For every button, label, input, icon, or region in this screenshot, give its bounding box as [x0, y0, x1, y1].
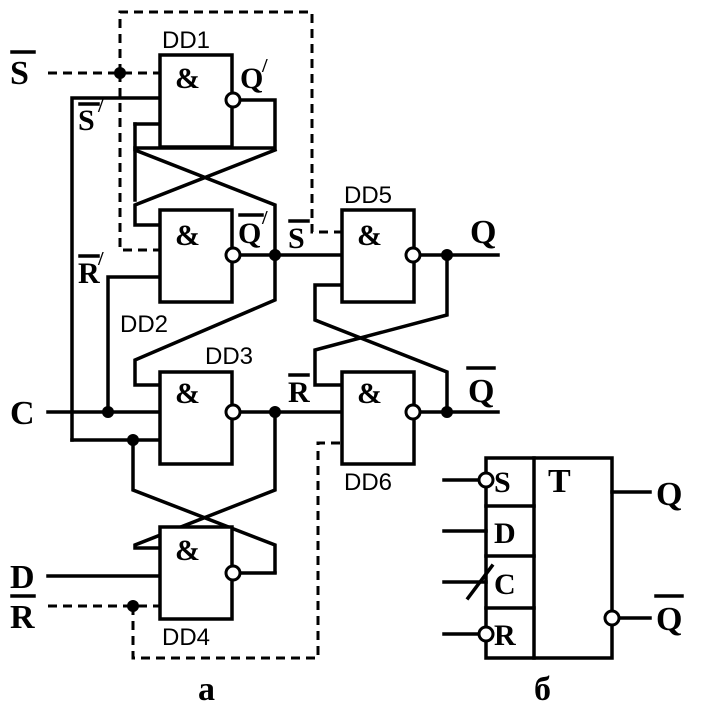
symbol-output-q-bar-label: Q — [656, 601, 682, 638]
dashed-connections — [48, 10, 342, 660]
signal-labels: S S / Q / Q / S R / R C D R Q Q а — [10, 50, 496, 708]
dynamic-clock-slash — [465, 563, 495, 601]
junction-dots — [102, 67, 453, 612]
pin-c-label: C — [494, 568, 516, 601]
gate-symbol: & — [175, 219, 200, 252]
prime-mark: / — [261, 207, 268, 229]
gate-label: DD6 — [344, 469, 392, 496]
gate-symbol: & — [175, 62, 200, 95]
gate-label: DD4 — [162, 624, 210, 651]
type-label: T — [548, 463, 571, 500]
input-d-label: D — [10, 559, 35, 596]
s-prime-label: S — [78, 104, 95, 137]
s-bar-internal-label: S — [288, 222, 305, 255]
solid-wiring — [46, 96, 500, 578]
q-prime-bar-label: Q — [238, 217, 261, 250]
inverted-input-bubble — [477, 625, 495, 643]
caption-a: а — [198, 671, 215, 708]
gate-symbol: & — [357, 377, 382, 410]
gate-label: DD5 — [344, 182, 392, 209]
gate-dd3: & DD3 — [158, 343, 253, 466]
prime-mark: / — [261, 55, 268, 77]
input-c-label: C — [10, 395, 35, 432]
inverted-output-bubble — [603, 609, 621, 627]
prime-mark: / — [97, 248, 104, 270]
symbol-output-q-label: Q — [656, 476, 682, 513]
gate-dd6: & DD6 — [340, 370, 422, 496]
output-q-label: Q — [470, 214, 496, 251]
input-r-bar-label: R — [10, 599, 35, 636]
gate-label: DD1 — [162, 27, 210, 54]
r-bar-internal-label: R — [288, 376, 310, 409]
q-prime-label: Q — [240, 62, 263, 95]
flipflop-symbol: S D C R T Q Q б — [442, 456, 684, 708]
inverted-input-bubble — [477, 471, 495, 489]
pin-r-label: R — [494, 619, 516, 652]
input-s-bar-label: S — [10, 55, 29, 92]
pin-s-label: S — [494, 466, 511, 499]
gate-label: DD3 — [205, 343, 253, 370]
gate-dd2: & DD2 — [120, 208, 242, 338]
gate-label: DD2 — [120, 311, 168, 338]
r-prime-label: R — [78, 257, 100, 290]
output-q-bar-label: Q — [468, 373, 494, 410]
pin-d-label: D — [494, 517, 516, 550]
prime-mark: / — [97, 95, 104, 117]
gate-symbol: & — [175, 534, 200, 567]
gate-dd5: & DD5 — [340, 182, 422, 304]
gate-dd4: & DD4 — [158, 525, 242, 651]
caption-b: б — [534, 671, 551, 708]
gate-dd1: & DD1 — [158, 27, 242, 149]
gate-symbol: & — [357, 219, 382, 252]
gate-symbol: & — [175, 377, 200, 410]
